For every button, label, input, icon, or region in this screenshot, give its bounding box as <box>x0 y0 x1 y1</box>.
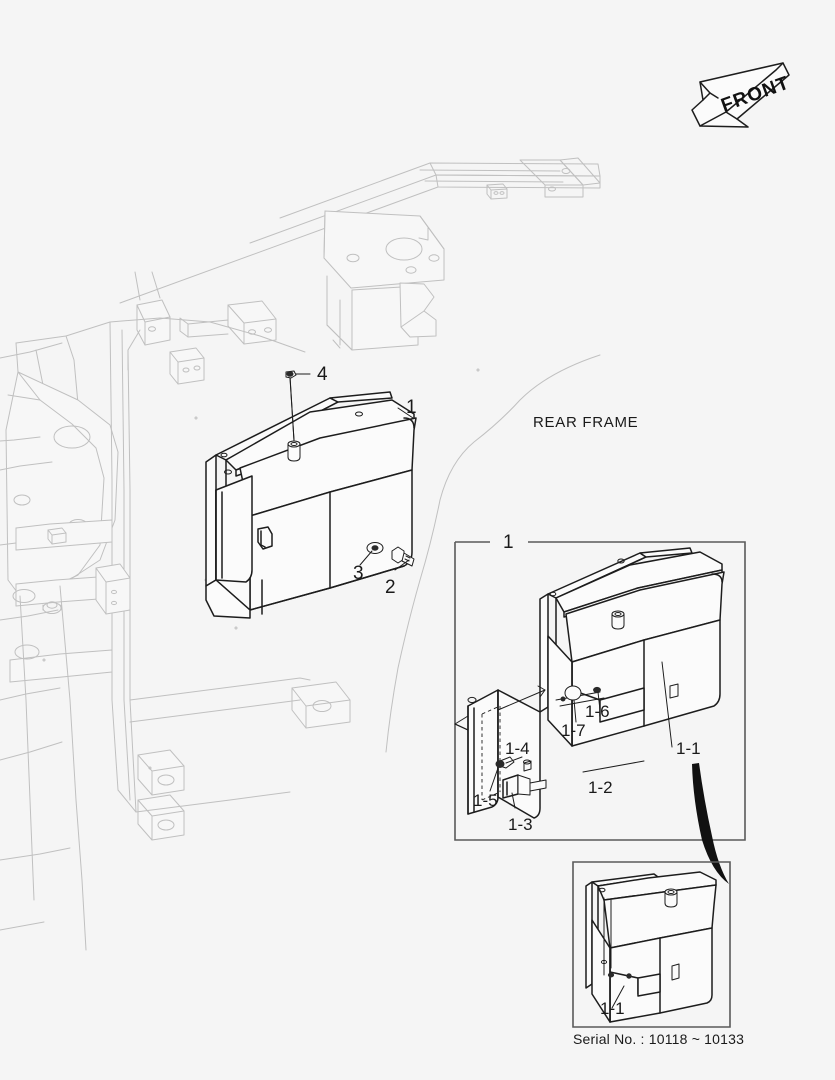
detail-callout-1-5: 1-5 <box>473 791 498 810</box>
callout-3: 3 <box>353 563 364 584</box>
detail-callout-leaders <box>489 661 673 809</box>
detail-callout-1-4: 1-4 <box>505 739 530 758</box>
callout-1: 1 <box>406 397 417 418</box>
serial-number-caption: Serial No. : 10118 ~ 10133 <box>573 1031 745 1047</box>
rear-frame-linework <box>0 157 601 951</box>
rear-frame-label: REAR FRAME <box>533 414 639 431</box>
detail-callout-1-3: 1-3 <box>508 815 533 834</box>
inset-callout-1-1: 1-1 <box>600 999 625 1018</box>
detail-callout-1-7: 1-7 <box>561 721 586 740</box>
inset-box-frame <box>572 861 731 1028</box>
detail-callout-1-2: 1-2 <box>588 778 613 797</box>
detail-to-inset-arrow <box>692 763 729 884</box>
detail-box-contents <box>454 547 729 884</box>
callout-2: 2 <box>385 577 396 598</box>
main-callout-leaders <box>289 373 414 571</box>
front-arrow-shape <box>691 62 790 128</box>
inset-box-contents <box>585 871 717 1023</box>
detail-callout-1-1: 1-1 <box>676 739 701 758</box>
detail-callout-1-6: 1-6 <box>585 702 610 721</box>
rear-frame-boundary <box>385 354 601 753</box>
detail-box-title: 1 <box>503 532 514 553</box>
detail-box-frame <box>454 541 746 841</box>
main-toolbox-assembly <box>205 370 417 619</box>
callout-4: 4 <box>317 364 328 385</box>
